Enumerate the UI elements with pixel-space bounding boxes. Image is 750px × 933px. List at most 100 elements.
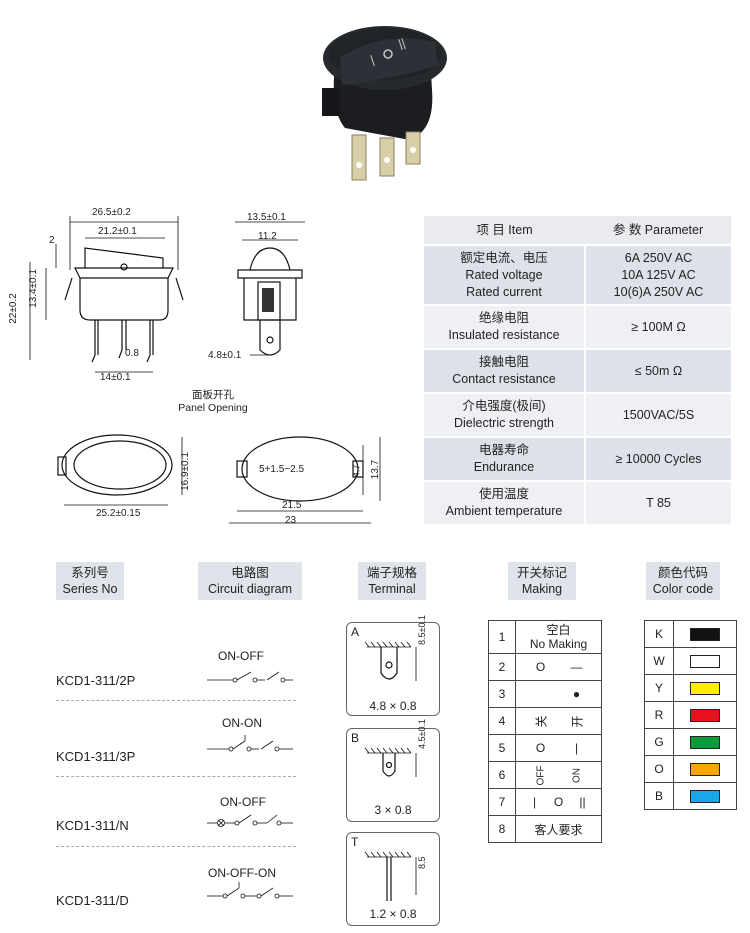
making-text-cn: 空白 (546, 623, 571, 637)
header-terminal-en: Terminal (368, 582, 416, 596)
header-making-cn: 开关标记 (516, 566, 567, 580)
making-row: 2 O— (488, 653, 602, 681)
circuit-symbol (207, 735, 293, 752)
making-row: 7 |O|| (488, 788, 602, 816)
dim-front-width-outer: 26.5±0.2 (92, 207, 131, 218)
header-circuit-en: Circuit diagram (207, 582, 293, 596)
color-row: R (644, 701, 737, 729)
color-swatch (690, 709, 720, 723)
param-row-temperature: 使用温度 Ambient temperature T 85 (424, 480, 731, 524)
circuit-label: ON-OFF-ON (208, 866, 276, 880)
series-name: KCD1-311/N (56, 818, 129, 833)
series-name: KCD1-311/D (56, 893, 129, 908)
terminal-letter: A (351, 625, 360, 639)
dim-panel-width: 25.2±0.15 (96, 508, 141, 519)
making-row: 1 空白 No Making (488, 620, 602, 654)
header-series: 系列号 Series No (56, 562, 124, 600)
header-circuit-cn: 电路图 (231, 566, 269, 580)
param-value-line: ≥ 100M Ω (631, 319, 686, 334)
dim-front-height-total: 22±0.2 (7, 293, 19, 324)
terminal-height: 8.5±0.1 (417, 615, 427, 645)
making-left: OFF (535, 765, 546, 785)
making-right: ON (571, 767, 582, 783)
dim-plate-height-a: 4.7 (351, 464, 362, 478)
header-terminal: 端子规格 Terminal (358, 562, 426, 600)
terminal-letter: T (351, 835, 359, 849)
color-code: W (644, 647, 674, 675)
making-num: 1 (488, 620, 516, 654)
param-row-rated: 额定电流、电压 Rated voltage Rated current 6A 2… (424, 244, 731, 305)
color-row: Y (644, 674, 737, 702)
dim-front-width-inner: 21.2±0.1 (98, 226, 137, 237)
dim-plate-width-outer: 23 (285, 515, 297, 526)
param-item-line: 额定电流、电压 (460, 250, 548, 265)
color-swatch (690, 790, 720, 804)
dim-plate-height-b: 13.7 (370, 459, 382, 480)
param-row-contact: 接触电阻 Contact resistance ≤ 50m Ω (424, 348, 731, 393)
terminal-size: 1.2 × 0.8 (369, 907, 417, 921)
color-row: O (644, 755, 737, 783)
making-left: | (532, 795, 537, 809)
row-divider (56, 776, 296, 777)
color-row: K (644, 620, 737, 648)
making-row: 8 客人要求 (488, 815, 602, 843)
dim-front-pin-span: 14±0.1 (100, 372, 131, 383)
series-name: KCD1-311/2P (56, 673, 136, 688)
param-item-line: Ambient temperature (445, 504, 563, 518)
param-value-line: 6A 250V AC (624, 250, 693, 265)
dim-front-rocker-step: 2 (49, 235, 55, 246)
terminal-drawing (364, 641, 417, 681)
making-value: 客人要求 (515, 815, 602, 843)
terminal-size: 3 × 0.8 (374, 803, 412, 817)
dim-plate-label: 5+1.5~2.5 (259, 464, 305, 475)
terminal-drawing (364, 851, 417, 901)
making-row: 6 OFF ON (488, 761, 602, 789)
front-view-drawing (29, 216, 184, 373)
color-code: B (644, 782, 674, 810)
series-name: KCD1-311/3P (56, 749, 136, 764)
color-swatch (690, 682, 720, 696)
making-mid: O (553, 795, 564, 809)
param-value-line: ≤ 50m Ω (634, 363, 683, 378)
terminal-letter: B (351, 731, 360, 745)
color-swatch (690, 736, 720, 750)
panel-opening-title: 面板开孔 Panel Opening (178, 389, 248, 415)
header-circuit: 电路图 Circuit diagram (198, 562, 302, 600)
param-item-line: 介电强度(极间) (462, 399, 546, 413)
making-num: 5 (488, 734, 516, 762)
dim-front-height-body: 13.4±0.1 (27, 269, 39, 308)
terminal-height: 4.5±0.1 (417, 719, 427, 749)
circuit-label: ON-ON (222, 716, 262, 730)
color-code: R (644, 701, 674, 729)
making-num: 3 (488, 680, 516, 708)
making-num: 6 (488, 761, 516, 789)
param-value-line: 10(6)A 250V AC (613, 284, 704, 299)
terminal-box-t: T 8.5 1.2 × 0.8 (346, 832, 440, 926)
making-value: |O|| (515, 788, 602, 816)
making-right: | (574, 741, 579, 755)
color-code: K (644, 620, 674, 648)
color-row: B (644, 782, 737, 810)
circuit-label: ON-OFF (220, 795, 266, 809)
making-num: 8 (488, 815, 516, 843)
switch-photo: | || (322, 26, 447, 181)
making-right: — (570, 660, 583, 674)
making-text-en: No Making (529, 637, 588, 651)
param-item-line: Rated voltage (465, 267, 543, 282)
param-row-dielectric: 介电强度(极间) Dielectric strength 1500VAC/5S (424, 392, 731, 437)
color-swatch (690, 628, 720, 642)
header-series-en: Series No (62, 582, 118, 596)
making-value: O— (515, 653, 602, 681)
param-header-parameter: 参 数 Parameter (585, 216, 731, 245)
header-color-en: Color code (652, 582, 714, 596)
terminal-height: 8.5 (417, 856, 427, 869)
making-row: 5 O| (488, 734, 602, 762)
terminal-size: 4.8 × 0.8 (369, 699, 417, 713)
param-item-line: 电器寿命 (478, 443, 529, 457)
svg-text:|: | (369, 53, 376, 67)
param-item-line: Insulated resistance (448, 328, 560, 342)
making-row: 3 ● (488, 680, 602, 708)
circuit-label: ON-OFF (218, 649, 264, 663)
circuit-symbol (207, 882, 293, 899)
panel-opening-title-cn: 面板开孔 (192, 389, 234, 401)
